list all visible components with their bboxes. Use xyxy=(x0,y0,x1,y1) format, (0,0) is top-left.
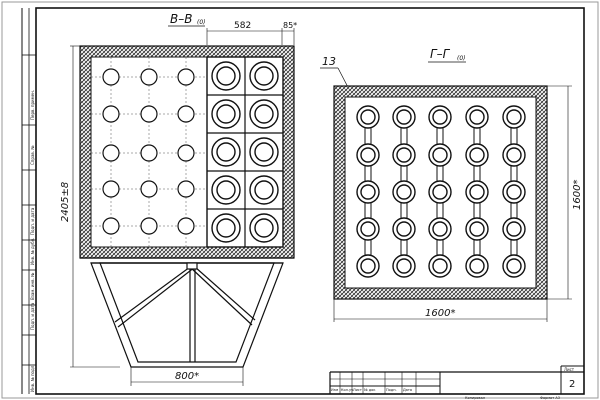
tube-rings-grid xyxy=(356,105,526,278)
tb-cell-ndok: № док xyxy=(364,388,375,392)
view-left-title: В–В xyxy=(170,12,192,26)
dim-height-2405: 2405±8 xyxy=(60,182,71,222)
tb-cell-data: Дата xyxy=(403,388,412,392)
sheet-frame xyxy=(35,7,585,395)
side-stamp: Перв. примен. Справ. № Подп. и дата Инв.… xyxy=(21,8,36,394)
tb-cell-koluch: Кол.уч xyxy=(341,388,353,392)
stamp-label-4: Инв. № дубл. xyxy=(30,238,35,265)
stamp-label-6: Справ. № xyxy=(30,146,35,165)
stamp-label-1: Инв. № подл. xyxy=(30,364,35,392)
dim-top-582: 582 xyxy=(234,21,251,31)
stamp-label-2: Подп. и дата xyxy=(30,302,35,330)
view-left-title-scale: (0) xyxy=(197,19,206,26)
format-label: Формат А3 xyxy=(540,396,560,400)
copied-label: Копировал xyxy=(465,396,485,400)
dim-bottom-800: 800* xyxy=(175,371,199,382)
hopper xyxy=(80,257,294,368)
stamp-label-5: Подп. и дата xyxy=(30,207,35,235)
dim-right-height-1600: 1600* xyxy=(572,180,583,210)
stamp-label-3: Взам. инв. № xyxy=(30,273,35,300)
tb-cell-podp: Подп. xyxy=(386,388,397,392)
callout-13: 13 xyxy=(322,55,336,68)
tube-bundle-rings xyxy=(211,61,279,243)
sheet-number: 2 xyxy=(569,379,575,390)
tube-holes-left xyxy=(102,68,195,235)
tube-bundle-grid xyxy=(207,57,283,247)
tb-cell-list: Лист xyxy=(353,388,362,392)
stamp-label-7: Перв. примен. xyxy=(30,90,35,120)
view-left: В–В (0) 582 85* xyxy=(60,12,297,386)
view-right: Г–Г (0) 13 xyxy=(320,47,583,322)
dim-top-85: 85* xyxy=(283,21,297,30)
view-right-title: Г–Г xyxy=(430,47,451,61)
tb-cell-izm: Изм xyxy=(331,388,338,392)
title-block: Изм Кол.уч Лист № док Подп. Дата Лист 2 xyxy=(329,365,584,394)
view-right-title-scale: (0) xyxy=(457,55,466,62)
dim-right-width-1600: 1600* xyxy=(425,308,455,319)
sheet-number-label: Лист xyxy=(564,367,575,372)
